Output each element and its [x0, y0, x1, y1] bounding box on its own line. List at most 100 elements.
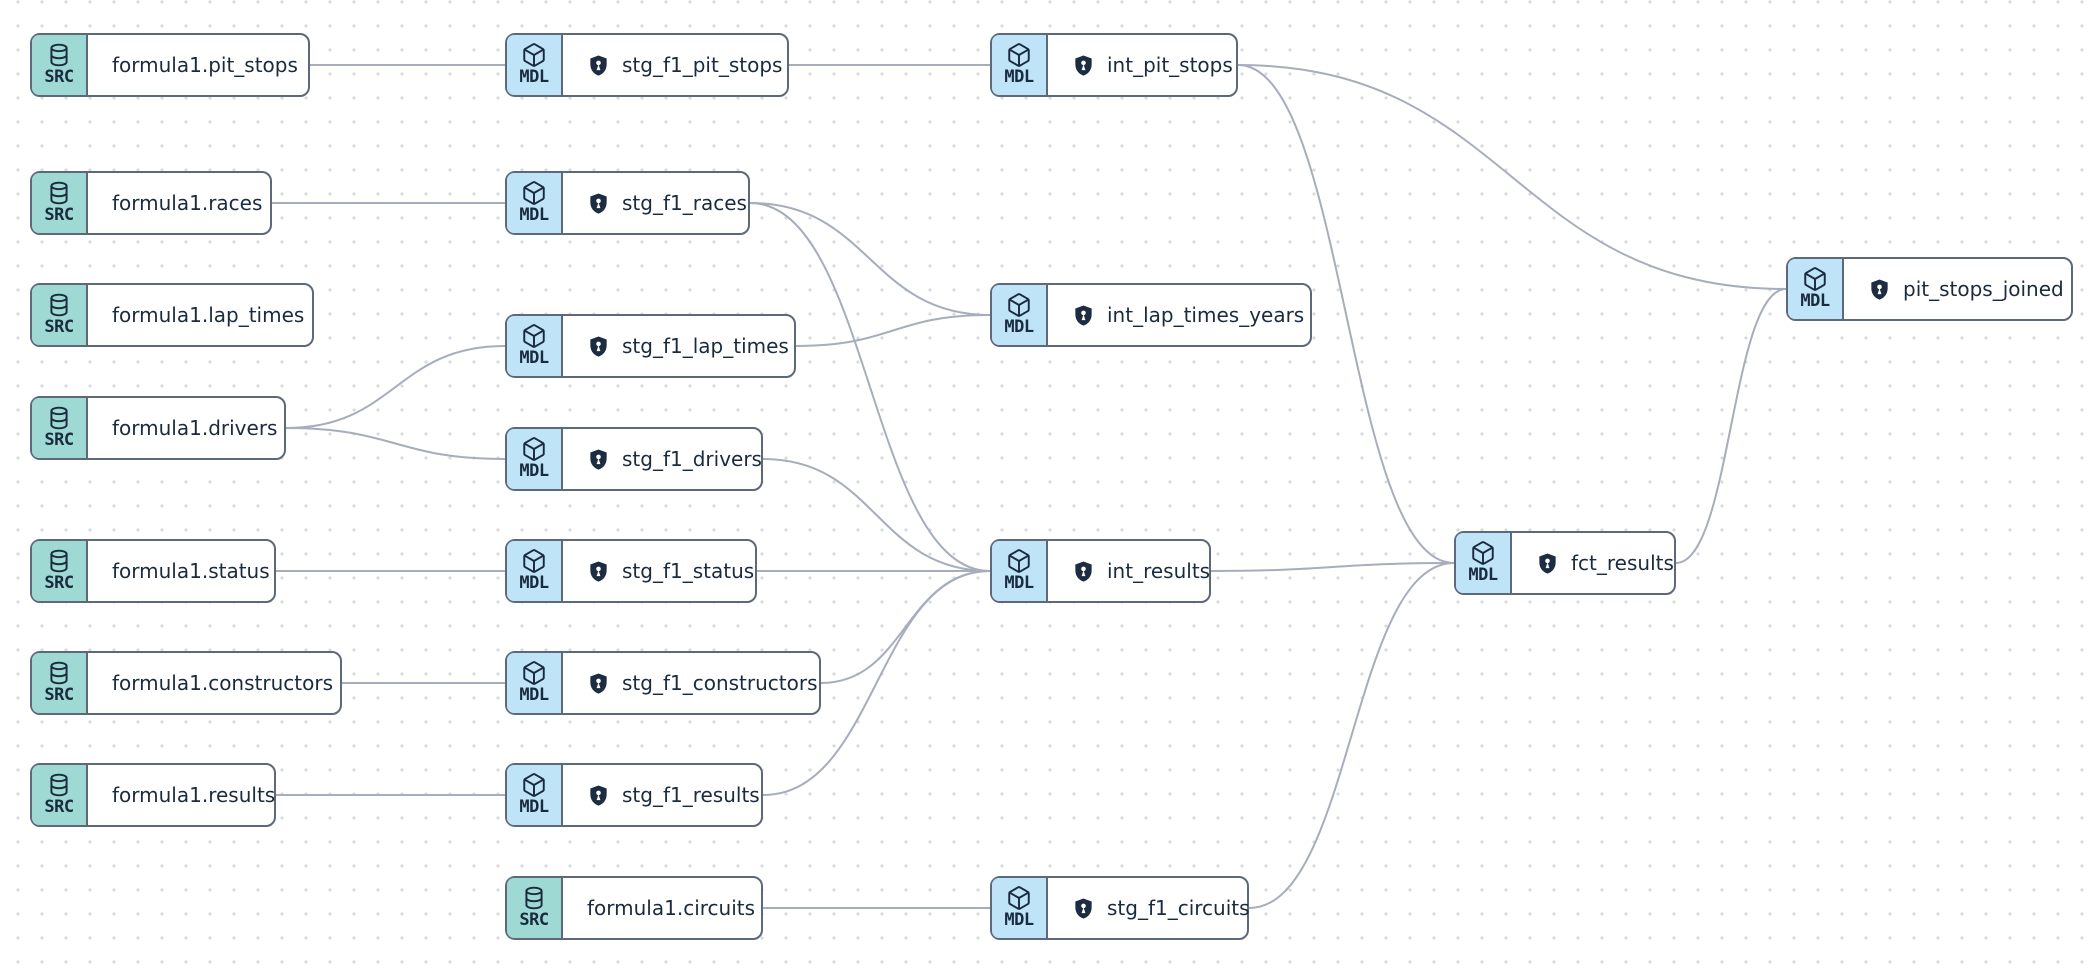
source-badge: SRC [32, 653, 88, 713]
node-stg-races[interactable]: MDL stg_f1_races [505, 171, 750, 235]
node-body: formula1.circuits [563, 878, 779, 938]
badge-label: SRC [44, 205, 74, 226]
edge-stg-races-to-int-results [749, 202, 991, 572]
node-body: stg_f1_pit_stops [563, 35, 806, 95]
model-badge: MDL [507, 541, 563, 601]
badge-label: MDL [1004, 67, 1034, 88]
package-icon [1008, 549, 1030, 574]
node-body: stg_f1_circuits [1048, 878, 1274, 938]
database-icon [50, 661, 68, 685]
shield-keyhole-icon [590, 335, 607, 357]
package-icon [1804, 267, 1826, 292]
node-stg-constructors[interactable]: MDL stg_f1_constructors [505, 651, 821, 715]
node-label: int_pit_stops [1107, 53, 1233, 77]
badge-label: MDL [1004, 573, 1034, 594]
node-label: stg_f1_circuits [1107, 896, 1250, 920]
edge-stg-results-to-int-results [762, 570, 991, 796]
model-badge: MDL [992, 285, 1048, 345]
node-int-pit-stops[interactable]: MDL int_pit_stops [990, 33, 1238, 97]
shield-keyhole-icon [1075, 304, 1092, 326]
node-int-lap-times-years[interactable]: MDL int_lap_times_years [990, 283, 1312, 347]
badge-label: MDL [519, 67, 549, 88]
package-icon [1008, 886, 1030, 911]
database-icon [50, 181, 68, 205]
node-label: int_results [1107, 559, 1211, 583]
source-badge: SRC [32, 285, 88, 345]
edge-stg-constructors-to-int-results [820, 570, 991, 684]
node-body: pit_stops_joined [1844, 259, 2088, 319]
node-label: stg_f1_constructors [622, 671, 818, 695]
badge-label: MDL [519, 205, 549, 226]
package-icon [523, 181, 545, 206]
shield-keyhole-icon [590, 672, 607, 694]
source-badge: SRC [32, 541, 88, 601]
badge-label: MDL [519, 573, 549, 594]
node-stg-circuits[interactable]: MDL stg_f1_circuits [990, 876, 1250, 940]
model-badge: MDL [507, 35, 563, 95]
node-label: int_lap_times_years [1107, 303, 1305, 327]
shield-keyhole-icon [590, 784, 607, 806]
node-label: formula1.lap_times [112, 303, 305, 327]
database-icon [50, 549, 68, 573]
database-icon [50, 43, 68, 67]
node-label: formula1.constructors [112, 671, 333, 695]
node-body: stg_f1_status [563, 541, 778, 601]
badge-label: SRC [44, 797, 74, 818]
model-badge: MDL [1456, 533, 1512, 593]
node-stg-results[interactable]: MDL stg_f1_results [505, 763, 763, 827]
node-body: fct_results [1512, 533, 1698, 593]
node-body: int_lap_times_years [1048, 285, 1328, 345]
node-body: stg_f1_lap_times [563, 316, 813, 376]
node-label: stg_f1_results [622, 783, 760, 807]
package-icon [523, 773, 545, 798]
badge-label: SRC [44, 430, 74, 451]
model-badge: MDL [992, 541, 1048, 601]
shield-keyhole-icon [1075, 897, 1092, 919]
node-label: formula1.pit_stops [112, 53, 298, 77]
badge-label: SRC [44, 573, 74, 594]
node-body: stg_f1_drivers [563, 429, 786, 489]
node-body: stg_f1_constructors [563, 653, 842, 713]
node-body: stg_f1_results [563, 765, 784, 825]
node-int-results[interactable]: MDL int_results [990, 539, 1211, 603]
edge-stg-circuits-to-fct-results [1248, 562, 1455, 909]
node-src-circuits[interactable]: SRC formula1.circuits [505, 876, 763, 940]
source-badge: SRC [32, 173, 88, 233]
badge-label: SRC [44, 685, 74, 706]
badge-label: MDL [519, 348, 549, 369]
node-stg-status[interactable]: MDL stg_f1_status [505, 539, 757, 603]
badge-label: MDL [519, 797, 549, 818]
node-label: formula1.circuits [587, 896, 756, 920]
source-badge: SRC [507, 878, 563, 938]
package-icon [523, 437, 545, 462]
shield-keyhole-icon [590, 448, 607, 470]
node-label: stg_f1_status [622, 559, 755, 583]
node-body: stg_f1_races [563, 173, 771, 233]
package-icon [523, 661, 545, 686]
model-badge: MDL [507, 653, 563, 713]
shield-keyhole-icon [1075, 560, 1092, 582]
badge-label: MDL [1004, 910, 1034, 931]
node-body: formula1.results [88, 765, 299, 825]
node-src-lap-times[interactable]: SRC formula1.lap_times [30, 283, 314, 347]
edge-fct-results-to-pit-stops-joined [1675, 288, 1787, 564]
node-label: stg_f1_races [622, 191, 747, 215]
model-badge: MDL [992, 878, 1048, 938]
database-icon [50, 406, 68, 430]
node-src-constructors[interactable]: SRC formula1.constructors [30, 651, 342, 715]
package-icon [1472, 541, 1494, 566]
shield-keyhole-icon [590, 192, 607, 214]
badge-label: MDL [519, 461, 549, 482]
